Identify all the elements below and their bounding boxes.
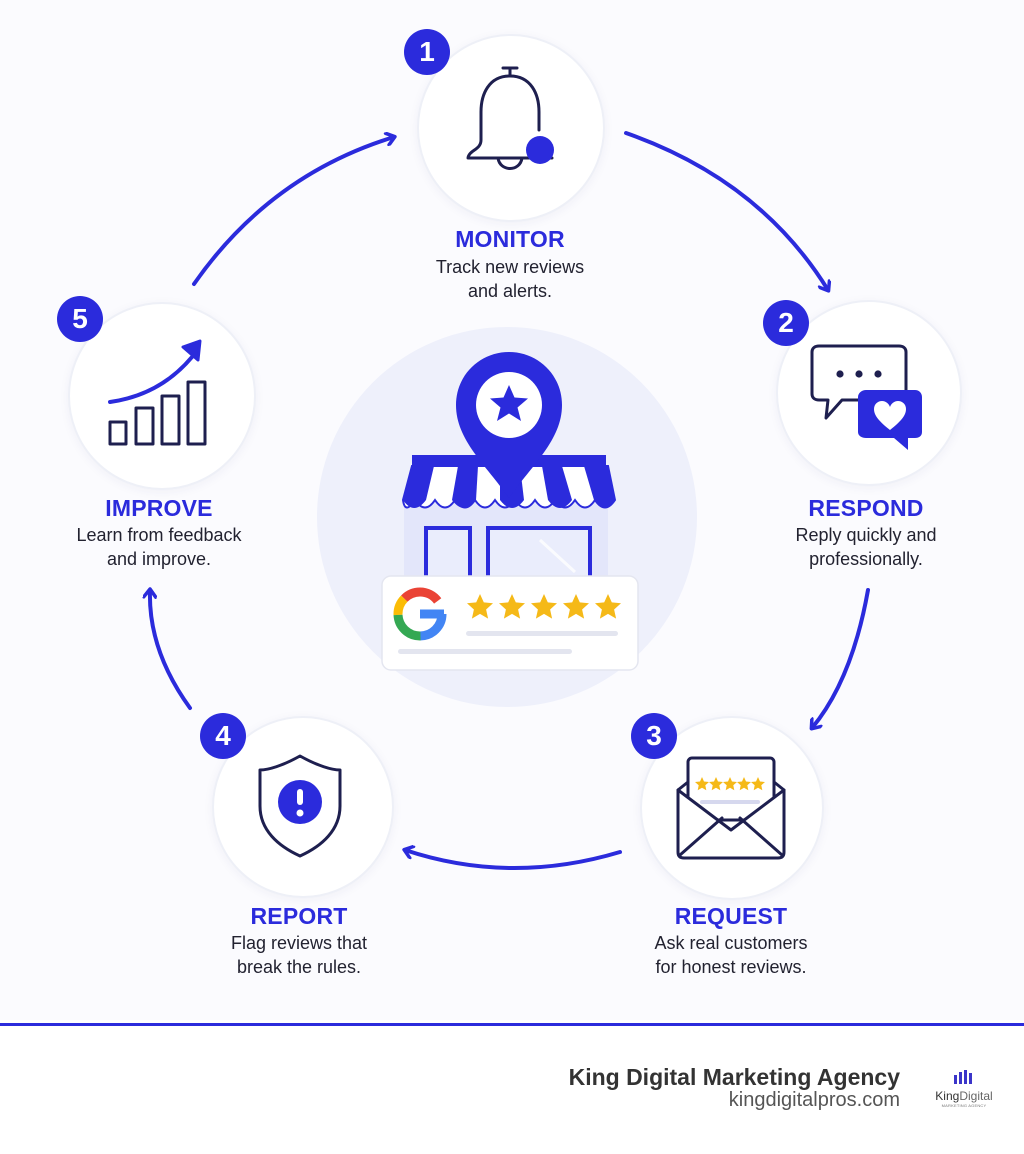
envelope-stars-icon — [676, 756, 786, 860]
step-desc-report-line1: Flag reviews that — [230, 933, 368, 953]
logo-word-light: Digital — [959, 1089, 993, 1103]
google-logo-icon — [393, 587, 447, 641]
arrow-report-to-improve — [150, 590, 192, 710]
growth-chart-icon — [108, 380, 207, 446]
logo-subtitle: MARKETING AGENCY — [941, 1103, 987, 1108]
step-desc-report-line2: break the rules. — [236, 957, 362, 977]
bell-icon — [466, 66, 554, 170]
step-title-report: REPORT — [250, 903, 348, 929]
step-title-improve: IMPROVE — [105, 495, 213, 521]
step-desc-monitor-line2: and alerts. — [467, 281, 553, 301]
step-desc-request: Ask real customers for honest reviews. — [611, 931, 851, 979]
step-badge-2: 2 — [763, 300, 809, 346]
step-title-respond: RESPOND — [808, 495, 924, 521]
step-title-request: REQUEST — [674, 903, 788, 929]
chat-heart-icon — [810, 344, 922, 450]
illustration-layer — [108, 66, 922, 860]
growth-arrow — [108, 355, 194, 404]
step-title-monitor: MONITOR — [455, 226, 565, 252]
logo-word-bold: King — [935, 1089, 960, 1103]
step-badge-5: 5 — [57, 296, 103, 342]
agency-url[interactable]: kingdigitalpros.com — [728, 1089, 900, 1111]
step-circle-monitor — [417, 34, 605, 222]
agency-name: King Digital Marketing Agency — [568, 1064, 900, 1090]
step-desc-respond-line1: Reply quickly and — [795, 525, 937, 545]
cycle-arrows — [0, 131, 870, 870]
logo-wordmark: KingDigital — [924, 1089, 1004, 1103]
step-badge-3: 3 — [631, 713, 677, 759]
step-desc-respond-line2: professionally. — [809, 549, 923, 569]
step-desc-monitor: Track new reviews and alerts. — [390, 255, 630, 303]
step-badge-4: 4 — [200, 713, 246, 759]
arrow-request-to-report — [405, 850, 622, 870]
crown-bars-icon — [954, 1070, 972, 1084]
step-desc-request-line1: Ask real customers — [654, 933, 808, 953]
arrow-monitor-to-respond — [624, 131, 828, 290]
notification-dot — [526, 136, 554, 164]
step-desc-request-line2: for honest reviews. — [655, 957, 807, 977]
footer-divider — [0, 1023, 1024, 1026]
review-stars — [467, 594, 621, 619]
shield-alert-icon — [258, 754, 342, 858]
step-desc-respond: Reply quickly and professionally. — [746, 523, 986, 571]
agency-logo: KingDigital MARKETING AGENCY — [924, 1070, 1004, 1108]
map-pin-star-icon — [456, 352, 562, 498]
arrow-improve-to-monitor — [192, 137, 394, 286]
step-desc-improve-line1: Learn from feedback — [76, 525, 242, 545]
step-desc-improve: Learn from feedback and improve. — [39, 523, 279, 571]
step-desc-monitor-line1: Track new reviews — [435, 257, 585, 277]
step-desc-improve-line2: and improve. — [106, 549, 212, 569]
google-review-card — [381, 575, 639, 671]
step-badge-1: 1 — [404, 29, 450, 75]
review-cycle-diagram: 1 2 3 4 5 MONITOR RESPOND REQUEST REPORT… — [0, 29, 986, 979]
arrow-respond-to-request — [812, 588, 870, 728]
step-desc-report: Flag reviews that break the rules. — [179, 931, 419, 979]
